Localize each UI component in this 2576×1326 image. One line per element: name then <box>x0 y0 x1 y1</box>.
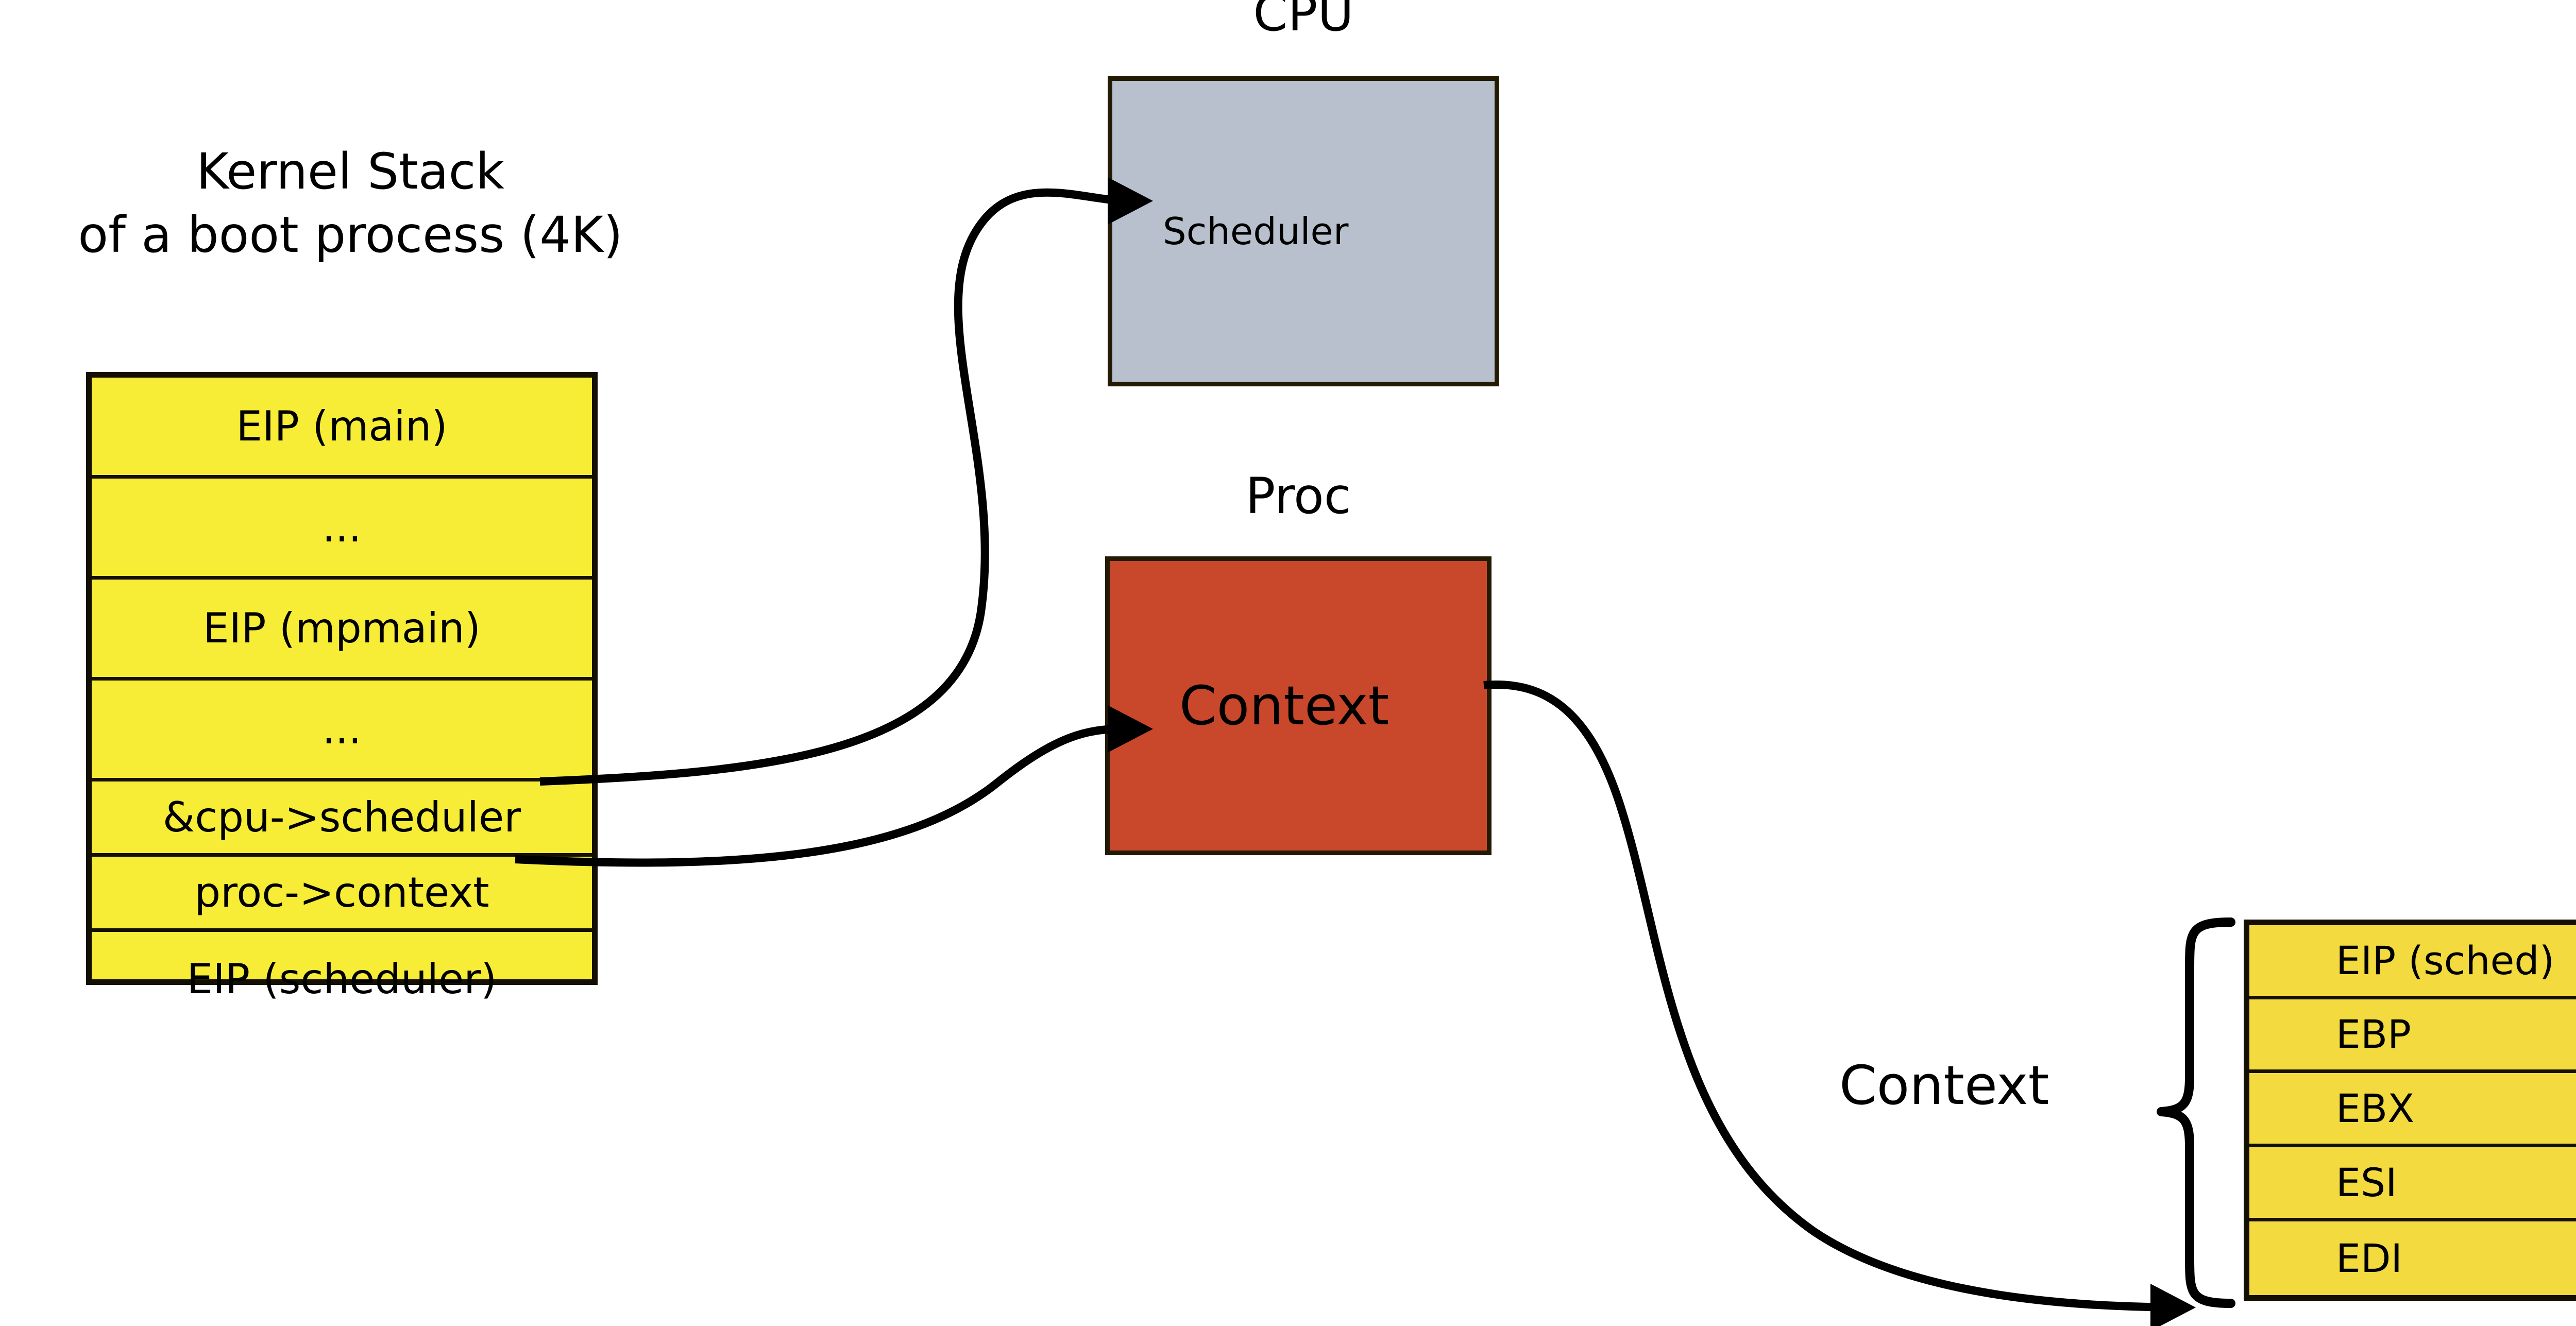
kernel-stack-row-proc-context: proc->context <box>92 857 592 932</box>
kernel-stack-title-line1: Kernel Stack <box>196 143 504 200</box>
kernel-stack-row-eip-mpmain: EIP (mpmain) <box>92 580 592 681</box>
cpu-title: CPU <box>1253 0 1354 42</box>
kernel-stack-row-cpu-scheduler: &cpu->scheduler <box>92 781 592 857</box>
proc-title: Proc <box>1245 467 1351 525</box>
kernel-stack-table: EIP (main) ... EIP (mpmain) ... &cpu->sc… <box>86 372 598 1003</box>
kernel-stack-row-eip-main: EIP (main) <box>92 378 592 479</box>
proc-context-label: Context <box>1179 674 1389 737</box>
context-row-edi: EDI <box>2336 1235 2402 1281</box>
context-row-ebx: EBX <box>2249 1073 2576 1147</box>
context-struct-brace <box>2157 917 2235 1308</box>
context-row-ebp: EBP <box>2249 999 2576 1074</box>
kernel-stack-row-ellipsis-2: ... <box>92 681 592 781</box>
connector-cpu-scheduler <box>539 188 1129 786</box>
kernel-stack-row-eip-scheduler: EIP (scheduler) <box>187 955 497 1003</box>
proc-box: Context <box>1105 556 1492 855</box>
kernel-stack-row-ellipsis-1: ... <box>92 479 592 580</box>
context-row-esi: ESI <box>2249 1147 2576 1221</box>
context-struct-table: EIP (sched) EBP EBX ESI EDI <box>2244 920 2576 1301</box>
connector-proc-context <box>515 725 1124 867</box>
cpu-scheduler-label: Scheduler <box>1163 210 1349 253</box>
connector-context-struct <box>1483 681 2170 1312</box>
kernel-stack-title-line2: of a boot process (4K) <box>78 206 623 264</box>
arrowhead-context-struct <box>2150 1284 2196 1326</box>
context-row-eip-sched: EIP (sched) <box>2249 925 2576 999</box>
cpu-box: Scheduler <box>1108 76 1499 386</box>
kernel-stack-title: Kernel Stack of a boot process (4K) <box>0 140 721 267</box>
context-brace-label: Context <box>1839 1054 2049 1117</box>
